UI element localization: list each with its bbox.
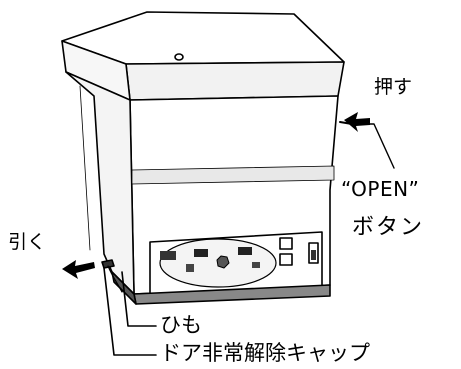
panel-button-bottom xyxy=(279,253,293,266)
pull-label: 引く xyxy=(8,231,47,253)
panel-knob xyxy=(216,255,230,269)
door-release-cap-label: ドア非常解除キャップ xyxy=(160,341,370,365)
display-left xyxy=(194,249,208,257)
lid-hole xyxy=(174,53,184,61)
cap-leader-line xyxy=(103,267,157,356)
display-right xyxy=(238,247,252,255)
open-label: “OPEN” xyxy=(341,177,420,201)
panel-logo xyxy=(160,251,176,260)
release-string xyxy=(107,265,123,293)
release-cap xyxy=(101,259,115,269)
body-side xyxy=(65,71,135,295)
open-leader-line xyxy=(351,123,395,169)
push-arrow xyxy=(344,112,370,132)
string-leader-line xyxy=(121,271,157,327)
string-label: ひも xyxy=(160,313,202,337)
pull-arrow xyxy=(62,260,95,279)
lid-front-band xyxy=(125,61,345,101)
push-label: 押す xyxy=(374,76,413,98)
panel-button-top xyxy=(279,237,293,250)
button-label: ボタン xyxy=(352,215,425,240)
